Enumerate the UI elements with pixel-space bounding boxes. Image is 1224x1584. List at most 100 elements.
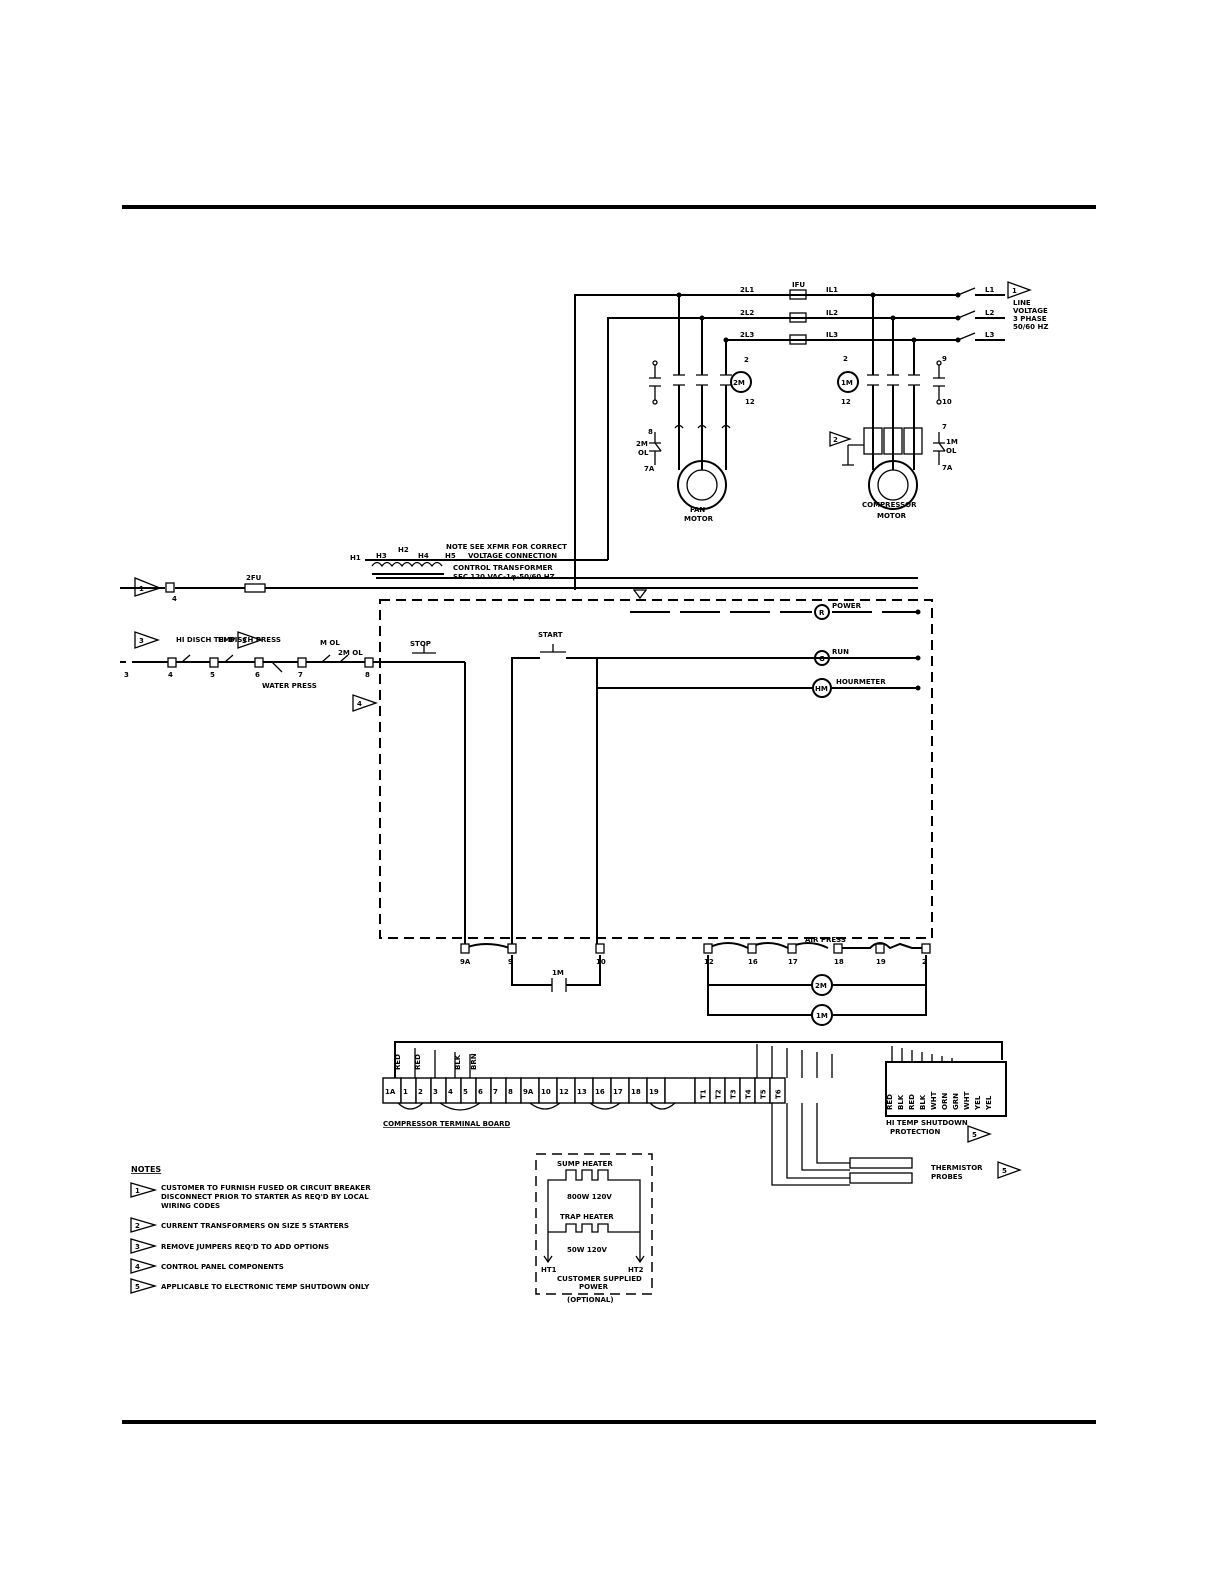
tap-h4: H4 [418, 552, 429, 560]
note-1-flag [130, 1182, 158, 1198]
term-9a: 9A [460, 958, 471, 966]
note-flag-3a [134, 631, 160, 649]
note-flag-1-num: 1 [1012, 287, 1017, 295]
terminal-board-label: COMPRESSOR TERMINAL BOARD [383, 1120, 510, 1128]
wire-5: 5 [210, 671, 215, 679]
note-flag-1 [1007, 281, 1032, 299]
note-flag-2-num: 2 [833, 436, 838, 444]
wire-color-blk: BLK [454, 1054, 462, 1070]
supply-line-3: 3 PHASE [1013, 315, 1047, 323]
terminal-cell-label: 18 [631, 1088, 641, 1096]
note-5-flag [130, 1278, 158, 1294]
shutdown-label-1: HI TEMP SHUTDOWN [886, 1119, 968, 1127]
coil-1m-label: 1M [841, 379, 853, 387]
run-label: RUN [832, 648, 849, 656]
term-16: 16 [748, 958, 758, 966]
hourmeter-label: HOURMETER [836, 678, 886, 686]
note-2-text: CURRENT TRANSFORMERS ON SIZE 5 STARTERS [161, 1222, 349, 1230]
supply-line-1: LINE [1013, 299, 1031, 307]
wire-4-top: 4 [172, 595, 177, 603]
fan-motor [677, 460, 727, 510]
wire-color-red-2: RED [414, 1054, 422, 1070]
note-1-num: 1 [135, 1187, 140, 1195]
label-l1: L1 [985, 286, 994, 294]
thermistor-label-1: THERMISTOR [931, 1164, 983, 1172]
terminal-cell-label: 9A [523, 1088, 534, 1096]
fan-motor-label-1: FAN [690, 506, 705, 514]
note-3-num: 3 [135, 1243, 140, 1251]
fuse-1fu-l1 [789, 289, 807, 300]
water-press-label: WATER PRESS [262, 682, 317, 690]
shutdown-cell-2: RED [908, 1094, 916, 1110]
notes-title: NOTES [131, 1165, 161, 1174]
note-flag-3a-num: 3 [139, 637, 144, 645]
fan-wire-12: 12 [745, 398, 755, 406]
terminal-cell-label: T4 [745, 1089, 753, 1099]
note-5-num: 5 [135, 1283, 140, 1291]
terminal-cell-label: T5 [760, 1089, 768, 1099]
comp-wire-9: 9 [942, 355, 947, 363]
pilot-r: R [819, 609, 825, 617]
control-panel-boundary [379, 599, 933, 939]
aux-1m-label: 1M [552, 969, 564, 977]
term-17: 17 [788, 958, 798, 966]
comp-wire-12: 12 [841, 398, 851, 406]
term-9: 9 [508, 958, 513, 966]
fuse-2fu-label: 2FU [246, 574, 262, 582]
customer-line-1: CUSTOMER SUPPLIED [557, 1275, 642, 1283]
tap-h5: H5 [445, 552, 456, 560]
note-1-line-2: DISCONNECT PRIOR TO STARTER AS REQ'D BY … [161, 1193, 369, 1201]
terminal-cell-label: 10 [541, 1088, 551, 1096]
terminal-cell-label: 2 [418, 1088, 423, 1096]
wire-3: 3 [124, 671, 129, 679]
comp-wire-2: 2 [843, 355, 848, 363]
shutdown-cell-1: BLK [897, 1094, 905, 1110]
shutdown-cell-8: YEL [974, 1095, 982, 1111]
hi-temp-shutdown: RED BLK RED BLK WHT ORN GRN WHT YEL YEL … [885, 1061, 1007, 1143]
fan-ol-8: 8 [648, 428, 653, 436]
terminal-cell-label: T6 [775, 1089, 783, 1099]
note-flag-5-thermistor-num: 5 [1002, 1167, 1007, 1175]
term-2: 2 [922, 958, 927, 966]
supply-line-2: VOLTAGE [1013, 307, 1048, 315]
xfmr-title: CONTROL TRANSFORMER [453, 564, 553, 572]
shutdown-label-2: PROTECTION [890, 1128, 940, 1136]
power-lines: 2L1 IFU IL1 2L2 IL2 2L3 IL3 L1 L2 L3 1 L… [574, 281, 1048, 590]
hourmeter [812, 678, 832, 698]
comp-ol-7: 7 [942, 423, 947, 431]
pilot-run [814, 650, 830, 666]
sump-heater-label: SUMP HEATER [557, 1160, 613, 1168]
note-5-text: APPLICABLE TO ELECTRONIC TEMP SHUTDOWN O… [161, 1283, 370, 1291]
comp-ol-7a: 7A [942, 464, 953, 472]
note-flag-5-thermistor [997, 1161, 1022, 1179]
tap-h2: H2 [398, 546, 409, 554]
thermistor-label-2: PROBES [931, 1173, 963, 1181]
terminal-cell-label: T3 [730, 1089, 738, 1099]
2m-ol-label: 2M OL [338, 649, 363, 657]
terminal-cell-label: 19 [649, 1088, 659, 1096]
control-transformer: H1 H3 H2 H4 H5 NOTE SEE XFMR FOR CORRECT… [350, 543, 608, 581]
note-flag-4-num: 4 [357, 700, 362, 708]
start-label: START [538, 631, 563, 639]
bottom-rule [122, 1420, 1096, 1424]
xfmr-note-1: NOTE SEE XFMR FOR CORRECT [446, 543, 567, 551]
wire-6: 6 [255, 671, 260, 679]
hi-disch-press-label: HI DISCH PRESS [218, 636, 281, 644]
note-flag-3b [237, 631, 263, 649]
term-10: 10 [596, 958, 606, 966]
compressor-motor-circuit: 2 COMPRESSOR MOTOR 1M 2 12 9 10 7 1M OL … [829, 292, 958, 520]
coil-1m-comp [837, 371, 859, 393]
fuse-2fu [244, 583, 266, 593]
comp-ol-1m: 1M [946, 438, 958, 446]
tap-h1: H1 [350, 554, 361, 562]
fan-ol-7a: 7A [644, 465, 655, 473]
note-flag-1-control [134, 577, 162, 597]
bottom-control: 1M 2M 1M AIR PRESS 9A 9 10 12 16 17 18 1… [460, 936, 931, 1026]
label-l3: L3 [985, 331, 994, 339]
hi-disch-temp-label: HI DISCH TEMP [176, 636, 235, 644]
fan-wire-2: 2 [744, 356, 749, 364]
note-1-line-3: WIRING CODES [161, 1202, 220, 1210]
note-4-text: CONTROL PANEL COMPONENTS [161, 1263, 284, 1271]
shutdown-cell-4: WHT [930, 1091, 938, 1110]
